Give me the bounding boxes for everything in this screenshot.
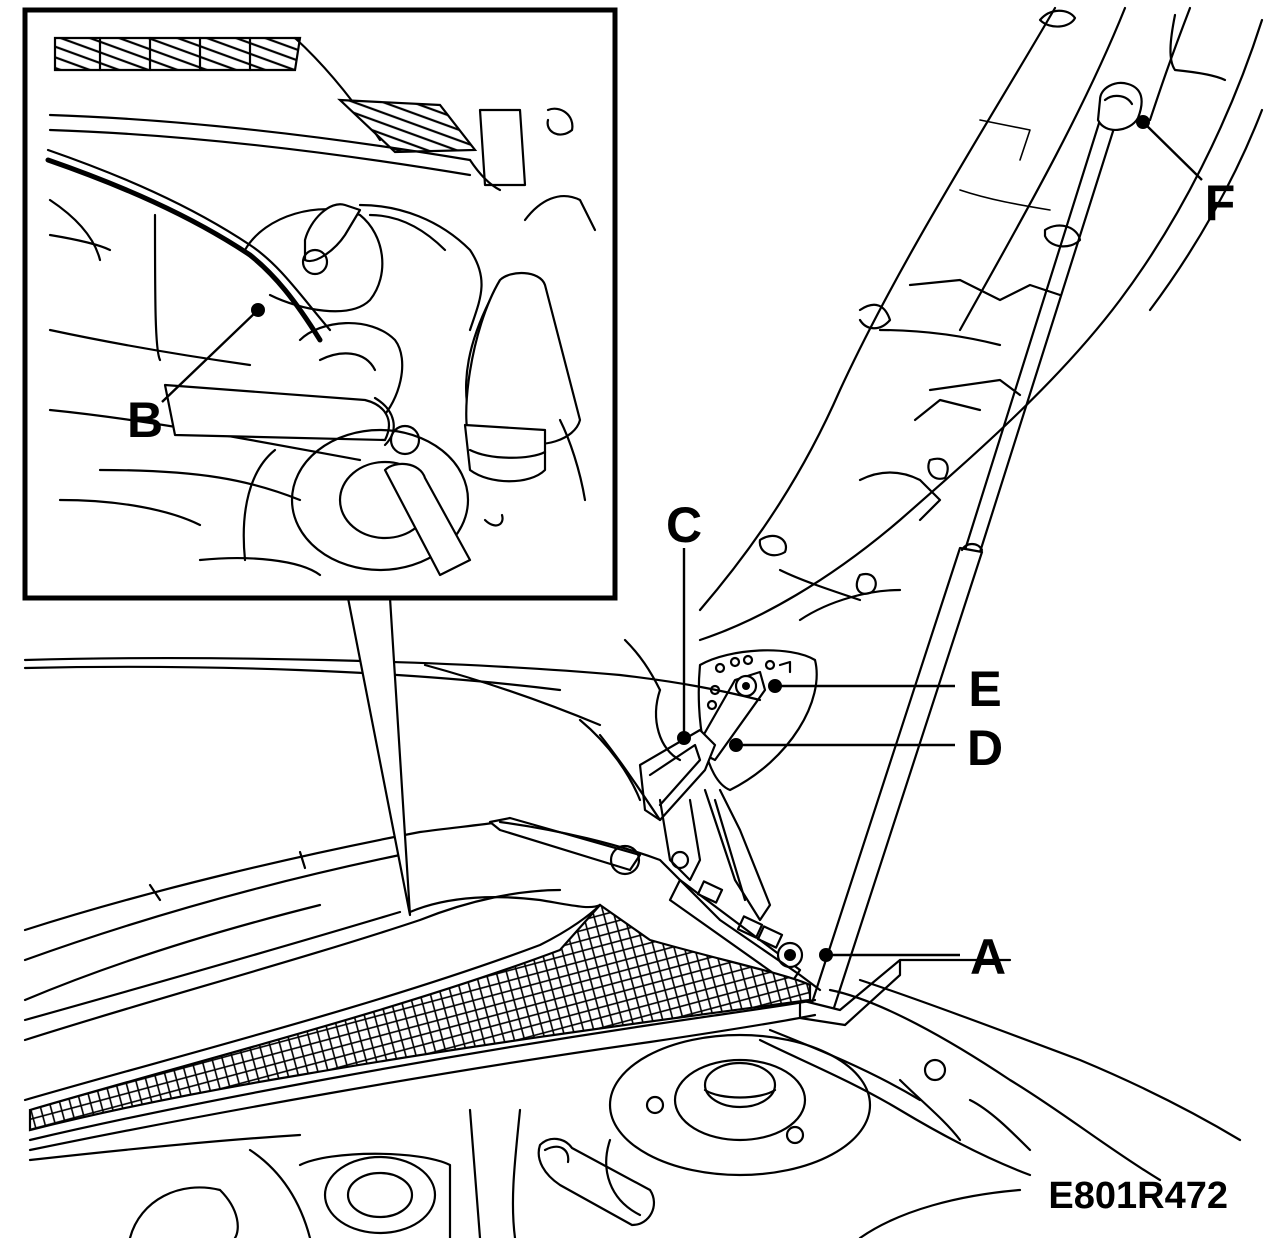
gas-strut [798, 81, 1143, 1027]
callout-d-label: D [967, 720, 1003, 776]
inset-pointer [346, 596, 412, 917]
callout-f-label: F [1205, 175, 1236, 231]
figure-reference: E801R472 [1048, 1175, 1228, 1217]
callout-b: B [127, 303, 265, 448]
hood-hinge [578, 638, 818, 987]
open-hood-panel [698, 6, 1264, 642]
cowl-panel [23, 888, 817, 1152]
detail-inset [22, 7, 618, 601]
body-outline [23, 657, 1242, 1182]
callout-e-label: E [968, 661, 1001, 717]
callout-c-label: C [666, 497, 702, 553]
callout-c: C [666, 497, 702, 745]
callout-a-label: A [970, 929, 1006, 985]
callout-e: E [768, 661, 1002, 717]
engine-bay [28, 1028, 1032, 1238]
callout-d: D [729, 720, 1003, 776]
callout-f: F [1136, 115, 1235, 231]
callout-b-label: B [127, 392, 163, 448]
callout-a: A [819, 929, 1006, 985]
main-view [23, 6, 1264, 1238]
